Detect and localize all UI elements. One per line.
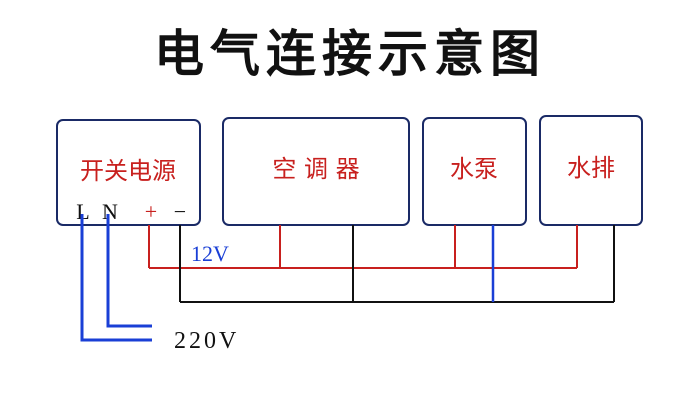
dc-positive-wiring [148,225,578,269]
water-exhaust-label: 水排 [567,154,615,182]
diagram-title: 电气连接示意图 [154,24,546,83]
power-supply-box [56,119,201,226]
air-conditioner-box [222,117,410,226]
terminal-plus-label: + [145,199,157,224]
dc-voltage-label: 12V [191,241,229,266]
terminal-n-label: N [102,199,118,224]
water-exhaust-box [539,115,643,226]
air-conditioner-label: 空 调 器 [272,155,359,183]
water-pump-label: 水泵 [450,155,498,183]
mains-wiring [80,214,152,342]
terminal-l-label: L [76,199,89,224]
dc-negative-wiring [179,225,615,303]
terminal-minus-label: − [174,199,186,224]
ac-voltage-label: 220V [174,328,239,354]
water-pump-box [422,117,527,226]
power-supply-label: 开关电源 [80,157,176,185]
